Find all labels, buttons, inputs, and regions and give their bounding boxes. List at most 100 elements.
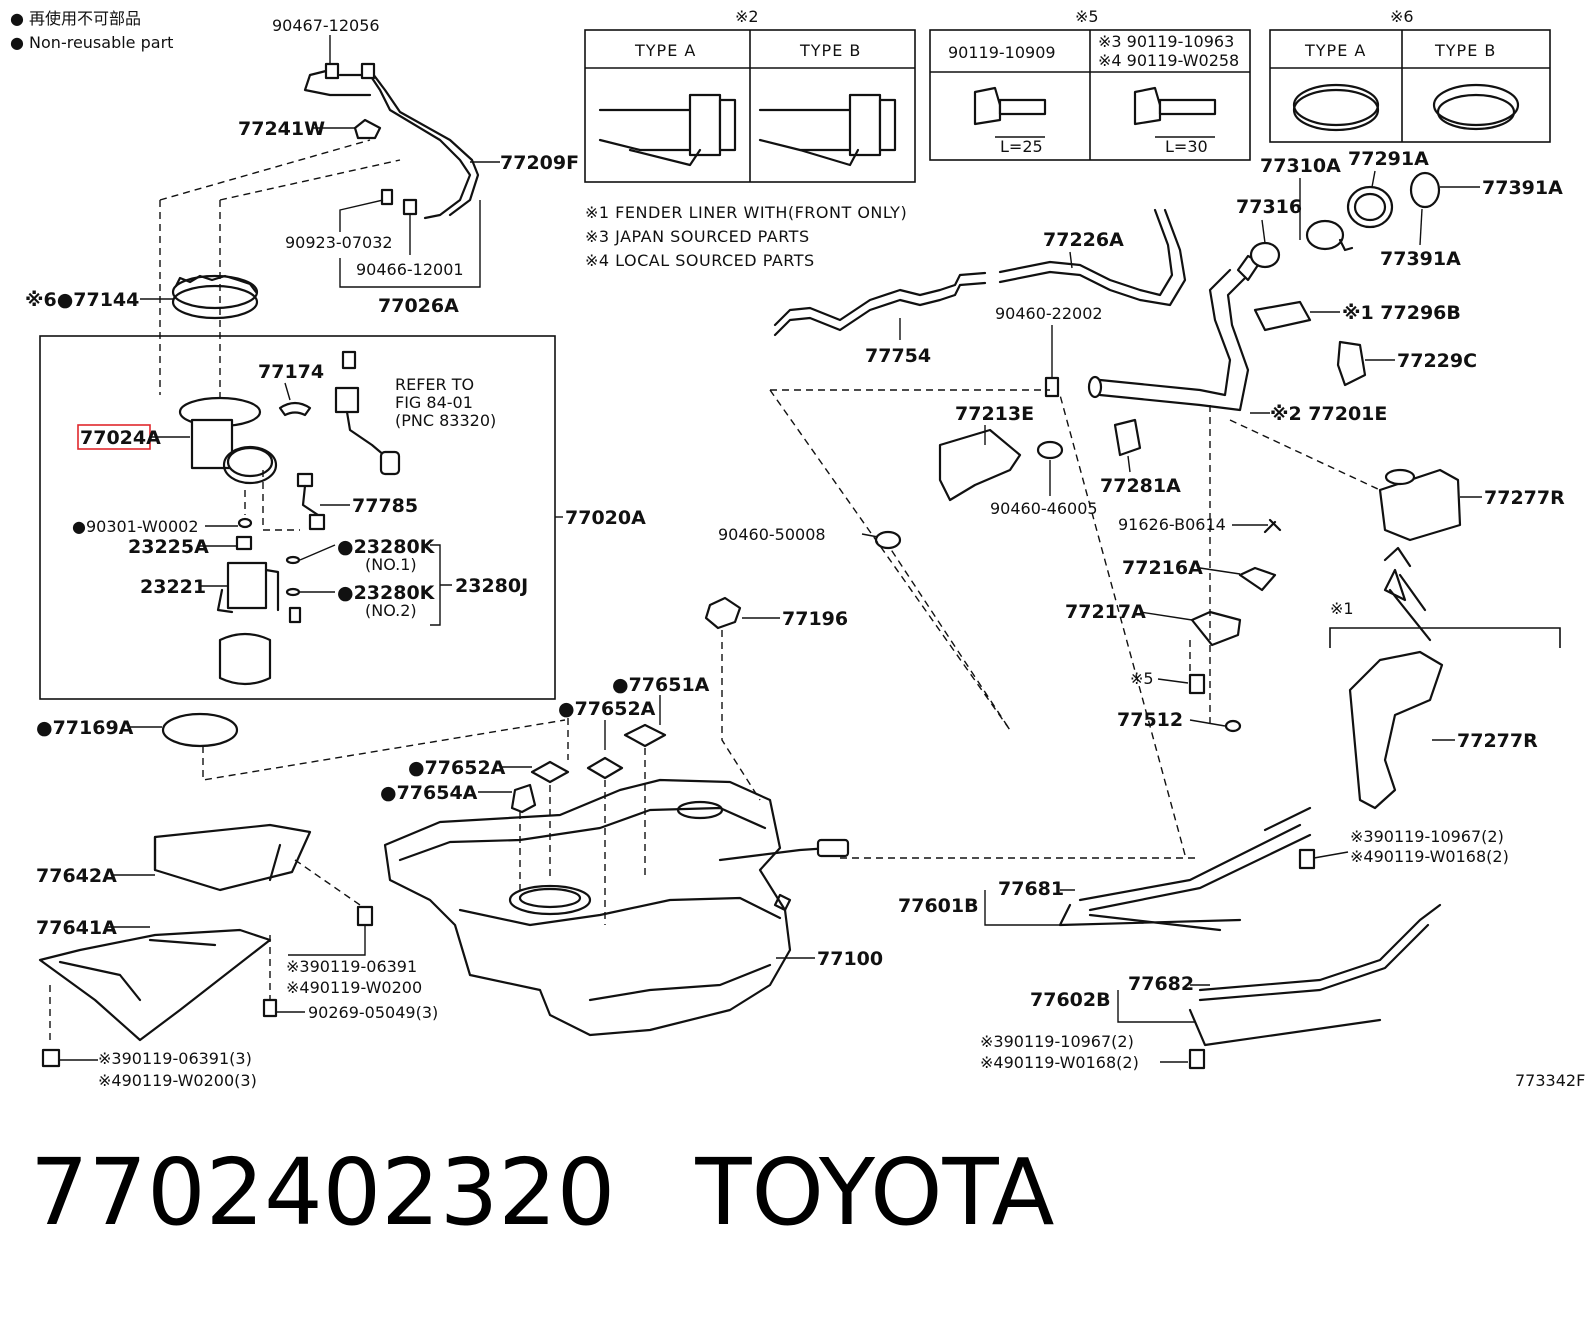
label-90467-12056[interactable]: 90467-12056: [272, 16, 380, 35]
table-x5-mark: ※5: [1075, 7, 1099, 26]
label-91626-B0614[interactable]: 91626-B0614: [1118, 515, 1226, 534]
upper-left-group: [159, 62, 480, 420]
note-1: ※1 FENDER LINER WITH(FRONT ONLY): [585, 203, 907, 222]
filler-assembly: [773, 171, 1462, 1070]
gasket-77169A: [161, 712, 239, 748]
label-77281A[interactable]: 77281A: [1100, 475, 1181, 497]
pad-77651A: [623, 723, 667, 748]
label-77213E[interactable]: 77213E: [955, 403, 1034, 425]
label-77642A[interactable]: 77642A: [36, 865, 117, 887]
caption-brand: TOYOTA: [695, 1139, 1055, 1246]
bolt-90269: [262, 998, 278, 1018]
label-77277R-2[interactable]: 77277R: [1457, 730, 1538, 752]
note-3: ※3 JAPAN SOURCED PARTS: [585, 227, 810, 246]
pad-77652A-1: [586, 756, 624, 780]
label-90466-12001[interactable]: 90466-12001: [356, 260, 464, 279]
bolt-90119-06391: [356, 905, 374, 927]
note-4: ※4 LOCAL SOURCED PARTS: [585, 251, 815, 270]
table-x2-type-b: TYPE B: [799, 41, 861, 60]
label-77316[interactable]: 77316: [1236, 196, 1302, 218]
label-90460-22002[interactable]: 90460-22002: [995, 304, 1103, 323]
label-90119-10967-b[interactable]: ※390119-10967(2): [980, 1032, 1134, 1051]
label-77654A[interactable]: ●77654A: [380, 782, 478, 804]
label-77602B[interactable]: 77602B: [1030, 989, 1111, 1011]
label-77169A[interactable]: ●77169A: [36, 717, 134, 739]
table-x2-mark: ※2: [735, 7, 759, 26]
label-77024A[interactable]: 77024A: [80, 427, 161, 449]
protector-77641A: [38, 928, 272, 1042]
label-77226A[interactable]: 77226A: [1043, 229, 1124, 251]
label-90460-46005[interactable]: 90460-46005: [990, 499, 1098, 518]
label-77296B[interactable]: ※1 77296B: [1342, 302, 1461, 324]
clip-77654A: [510, 783, 537, 814]
label-77144[interactable]: ※6●77144: [25, 289, 139, 311]
label-90301-W0002[interactable]: ●90301-W0002: [72, 517, 199, 536]
label-77229C[interactable]: 77229C: [1397, 350, 1477, 372]
table-x6-type-b: TYPE B: [1434, 41, 1496, 60]
label-23221[interactable]: 23221: [140, 576, 206, 598]
table-x6-mark: ※6: [1390, 7, 1414, 26]
label-77641A[interactable]: 77641A: [36, 917, 117, 939]
label-x5-bolt[interactable]: ※5: [1130, 669, 1154, 688]
label-77601B[interactable]: 77601B: [898, 895, 979, 917]
label-77651A[interactable]: ●77651A: [612, 674, 710, 696]
refer-line-1: REFER TO: [395, 375, 474, 394]
label-77652A-1[interactable]: ●77652A: [558, 698, 656, 720]
label-77512[interactable]: 77512: [1117, 709, 1183, 731]
label-77020A[interactable]: 77020A: [565, 507, 646, 529]
label-23280K-no1[interactable]: ●23280K: [337, 536, 436, 558]
dashed-connectors: [769, 389, 1381, 859]
label-77291A[interactable]: 77291A: [1348, 148, 1429, 170]
label-90119-10967-a[interactable]: ※390119-10967(2): [1350, 827, 1504, 846]
bolt-90119-06391-3: [41, 1048, 61, 1068]
pad-77652A-2: [530, 760, 570, 784]
legend-ja: ● 再使用不可部品: [10, 9, 141, 28]
label-90119-06391-3[interactable]: ※390119-06391(3): [98, 1049, 252, 1068]
label-77310A[interactable]: 77310A: [1260, 155, 1341, 177]
protector-77642A: [153, 823, 312, 892]
label-23280K-no1-sub: (NO.1): [365, 555, 417, 574]
label-23280J[interactable]: 23280J: [455, 575, 528, 597]
label-90119-06391[interactable]: ※390119-06391: [286, 957, 417, 976]
fuel-tank-parts-diagram: ● 再使用不可部品 ● Non-reusable part ※2 TYPE A …: [10, 7, 1585, 1090]
label-23280K-no2[interactable]: ●23280K: [337, 582, 436, 604]
label-77100[interactable]: 77100: [817, 948, 883, 970]
caption: 7702402320 TOYOTA: [30, 1138, 1055, 1248]
legend-en: ● Non-reusable part: [10, 33, 173, 52]
caption-part-number: 7702402320: [30, 1139, 616, 1246]
label-77201E[interactable]: ※2 77201E: [1270, 403, 1387, 425]
inset-frame: [1329, 627, 1561, 648]
label-77754[interactable]: 77754: [865, 345, 931, 367]
label-77174[interactable]: 77174: [258, 361, 324, 383]
label-90119-W0168-b[interactable]: ※490119-W0168(2): [980, 1053, 1139, 1072]
diagram-code: 773342F: [1515, 1071, 1585, 1090]
label-90269-05049[interactable]: 90269-05049(3): [308, 1003, 438, 1022]
label-90119-W0168-a[interactable]: ※490119-W0168(2): [1350, 847, 1509, 866]
label-77682[interactable]: 77682: [1128, 973, 1194, 995]
label-77196[interactable]: 77196: [782, 608, 848, 630]
label-77209F[interactable]: 77209F: [500, 152, 579, 174]
table-type-ab-ring: ※6 TYPE A TYPE B: [1269, 7, 1551, 143]
label-77391A-2[interactable]: 77391A: [1380, 248, 1461, 270]
table-x5-length-1: L=25: [1000, 137, 1043, 156]
table-x5-bolt-1: 90119-10909: [948, 43, 1056, 62]
label-77785[interactable]: 77785: [352, 495, 418, 517]
label-90923-07032[interactable]: 90923-07032: [285, 233, 393, 252]
label-77241W[interactable]: 77241W: [238, 118, 325, 140]
fuel-tank-77100: [383, 778, 850, 1037]
label-90460-50008[interactable]: 90460-50008: [718, 525, 826, 544]
label-23225A[interactable]: 23225A: [128, 536, 209, 558]
pump-parts: [178, 350, 401, 686]
table-x6-type-a: TYPE A: [1304, 41, 1366, 60]
table-type-ab-hose: ※2 TYPE A TYPE B: [584, 7, 916, 183]
label-77026A[interactable]: 77026A: [378, 295, 459, 317]
label-77217A[interactable]: 77217A: [1065, 601, 1146, 623]
label-77391A-1[interactable]: 77391A: [1482, 177, 1563, 199]
label-90119-W0200[interactable]: ※490119-W0200: [286, 978, 422, 997]
label-77681[interactable]: 77681: [998, 878, 1064, 900]
label-77216A[interactable]: 77216A: [1122, 557, 1203, 579]
label-90119-W0200-3[interactable]: ※490119-W0200(3): [98, 1071, 257, 1090]
label-77277R-1[interactable]: 77277R: [1484, 487, 1565, 509]
label-77652A-2[interactable]: ●77652A: [408, 757, 506, 779]
table-x5-bolt-2a: ※3 90119-10963: [1098, 32, 1234, 51]
